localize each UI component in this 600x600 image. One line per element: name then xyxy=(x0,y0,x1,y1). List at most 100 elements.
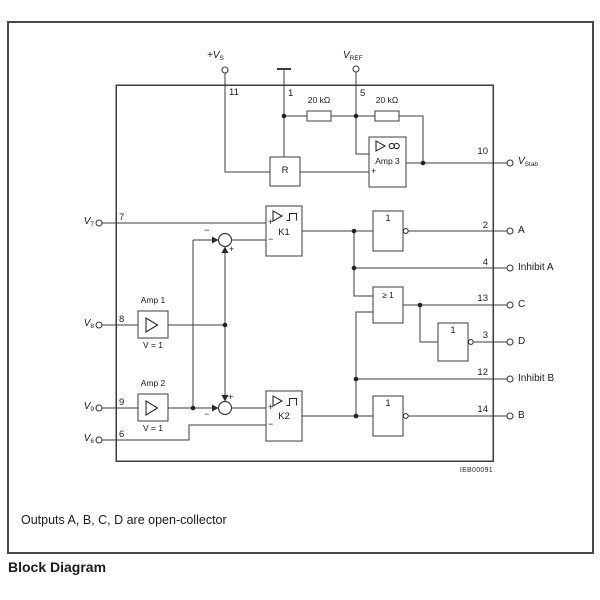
terminal-vref xyxy=(352,65,360,73)
ic-boundary-box xyxy=(115,84,494,462)
junction-dot xyxy=(351,265,357,271)
wire-k2-branch-to-or xyxy=(355,311,373,416)
amp3-triangle-icon xyxy=(375,140,387,152)
arrow-into-j1-bottom-icon xyxy=(221,246,229,253)
j1-minus-mark: − xyxy=(204,225,210,235)
vref-sub: REF xyxy=(349,55,363,62)
pin-label-9: 9 xyxy=(119,397,125,408)
vref-label: VREF xyxy=(343,51,363,63)
terminal-vstab xyxy=(506,159,514,167)
k1-plus-mark: + xyxy=(268,217,274,227)
v6-sub: 6 xyxy=(90,438,94,445)
output-label-b: B xyxy=(518,410,525,421)
vstab-sub: Stab xyxy=(524,161,539,168)
amp3-infinity-icon xyxy=(393,142,400,150)
v7-sub: 7 xyxy=(90,221,94,228)
output-label-d: D xyxy=(518,336,526,347)
terminal-v6 xyxy=(95,436,103,444)
open-collector-note: Outputs A, B, C, D are open-collector xyxy=(21,513,227,527)
amp3-plus-mark: + xyxy=(371,166,377,176)
buffer-a-label: 1 xyxy=(385,213,391,224)
pin-label-8: 8 xyxy=(119,314,125,325)
v7-base: V xyxy=(83,216,91,227)
k1-hysteresis-icon xyxy=(286,212,298,222)
regulator-box xyxy=(269,156,301,187)
terminal-b xyxy=(506,412,514,420)
pin-label-5: 5 xyxy=(360,88,366,99)
or-gate-box xyxy=(372,286,404,324)
buffer-b-bubble-icon xyxy=(402,413,409,419)
pin-label-14: 14 xyxy=(477,404,488,415)
terminal-v7 xyxy=(95,219,103,227)
pin-label-4: 4 xyxy=(482,257,488,268)
terminal-d xyxy=(506,338,514,346)
k1-comparator-triangle-icon xyxy=(272,210,284,222)
terminal-v8 xyxy=(95,321,103,329)
buffer-d-bubble-icon xyxy=(467,339,474,345)
arrow-into-j2-top-icon xyxy=(221,395,229,402)
supply-base: +V xyxy=(207,50,220,61)
wire-resistor-rail xyxy=(284,115,424,163)
v8-base: V xyxy=(83,318,91,329)
pin-label-7: 7 xyxy=(119,212,125,223)
pin-label-10: 10 xyxy=(477,146,488,157)
buffer-a-bubble-icon xyxy=(402,228,409,234)
regulator-label: R xyxy=(281,165,289,176)
junction-dot xyxy=(420,160,426,166)
buffer-d-label: 1 xyxy=(450,325,456,336)
amp1-triangle-icon xyxy=(145,317,159,333)
supply-sub: S xyxy=(219,55,224,62)
k2-hysteresis-icon xyxy=(286,397,298,407)
amp2-triangle-icon xyxy=(145,400,159,416)
pin-label-2: 2 xyxy=(482,220,488,231)
output-bubbles xyxy=(402,228,474,419)
amp1-gain-label: V = 1 xyxy=(142,340,164,350)
amp3-label: Amp 3 xyxy=(375,156,400,166)
resistor2-label: 20 kΩ xyxy=(375,95,399,105)
k2-label: K2 xyxy=(278,411,290,422)
pin-terminals xyxy=(95,65,514,444)
k2-minus-mark: − xyxy=(268,419,274,429)
wire-supply-to-r xyxy=(224,73,270,173)
output-label-inhibit-b: Inhibit B xyxy=(518,373,555,384)
terminal-inhibit-a xyxy=(506,264,514,272)
v9-sub: 9 xyxy=(90,406,94,413)
k1-label: K1 xyxy=(278,227,290,238)
pin-label-3: 3 xyxy=(482,330,488,341)
outer-border xyxy=(7,21,594,554)
j2-plus-mark: + xyxy=(228,392,234,402)
j1-plus-mark: + xyxy=(229,244,235,254)
junction-dot xyxy=(351,228,357,234)
terminal-a xyxy=(506,227,514,235)
page-title: Block Diagram xyxy=(8,559,107,575)
buffer-d-box xyxy=(437,322,469,362)
terminal-inhibit-b xyxy=(506,375,514,383)
vref-base: V xyxy=(343,50,350,61)
buffer-b-label: 1 xyxy=(385,398,391,409)
junction-dots xyxy=(190,113,426,419)
resistor2-box xyxy=(374,110,400,122)
junction-dot xyxy=(190,405,196,411)
page-frame xyxy=(7,21,594,554)
output-label-a: A xyxy=(518,225,525,236)
blocks xyxy=(137,110,469,442)
wire-k1-branch-to-or xyxy=(353,231,373,297)
amp3-box xyxy=(368,136,407,188)
output-label-inhibit-a: Inhibit A xyxy=(518,262,554,273)
wire-cross-feed xyxy=(192,239,212,408)
amp1-title: Amp 1 xyxy=(140,295,166,305)
j2-minus-mark: − xyxy=(204,409,210,419)
vstab-label: VStab xyxy=(518,157,538,169)
block-icons xyxy=(145,140,400,416)
v6-label: V6 xyxy=(70,434,94,446)
or-gate-label: ≥ 1 xyxy=(382,290,394,300)
arrow-into-j1-icon xyxy=(212,236,219,244)
k2-plus-mark: + xyxy=(268,402,274,412)
resistor1-label: 20 kΩ xyxy=(307,95,331,105)
pin-label-11: 11 xyxy=(229,87,239,98)
k2-comparator-triangle-icon xyxy=(272,395,284,407)
amp2-box xyxy=(137,393,169,422)
resistor1-box xyxy=(306,110,332,122)
